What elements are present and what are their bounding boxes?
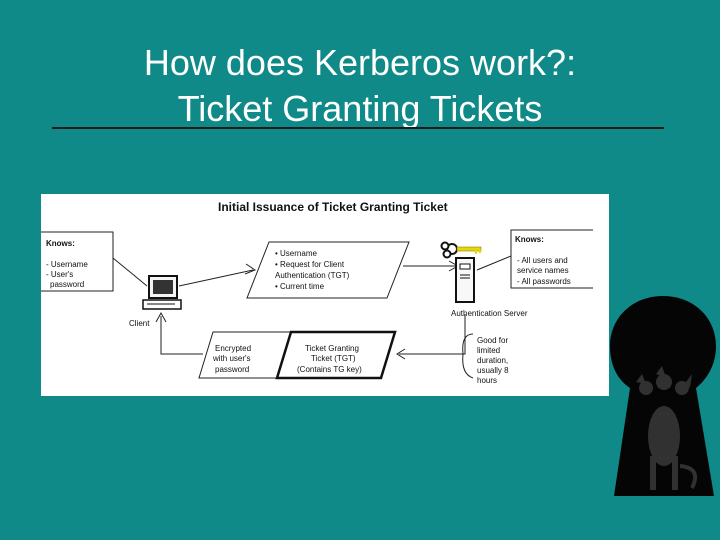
validity-line: hours: [477, 376, 497, 385]
diagram-title: Initial Issuance of Ticket Granting Tick…: [218, 200, 448, 214]
validity-line: limited: [477, 346, 500, 355]
request-line: • Username: [275, 249, 317, 258]
request-line: • Request for Client: [275, 260, 345, 269]
server-knows-line: service names: [517, 266, 569, 275]
server-knows-line: - All passwords: [517, 277, 571, 286]
arrow-client-to-request: [178, 269, 254, 287]
server-knows-line: - All users and: [517, 256, 568, 265]
keyhole-cerberus-icon: [610, 296, 716, 496]
ticket-line: Ticket (TGT): [311, 354, 356, 363]
client-knows-line: - User's: [46, 270, 73, 279]
client-knows-box: [41, 231, 114, 292]
ticket-line: (Contains TG key): [297, 365, 362, 374]
encrypted-line: password: [215, 365, 249, 374]
client-knows-heading: Knows:: [46, 239, 75, 248]
request-line: Authentication (TGT): [275, 271, 350, 280]
server-icon: [455, 257, 475, 303]
request-parallelogram: [246, 241, 410, 299]
client-knows-line: password: [50, 280, 84, 289]
slide-title-line1: How does Kerberos work?:: [143, 42, 577, 83]
client-label: Client: [129, 319, 150, 328]
validity-line: Good for: [477, 336, 508, 345]
title-underline: [52, 127, 664, 129]
encrypted-line: with user's: [212, 354, 251, 363]
server-label: Authentication Server: [451, 309, 528, 318]
server-knows-heading: Knows:: [515, 235, 544, 244]
computer-icon: [142, 275, 182, 310]
arrow-head: [244, 263, 257, 275]
server-knows-connector: [476, 255, 512, 271]
ticket-parallelogram: [275, 330, 397, 380]
encrypted-line: Encrypted: [215, 344, 251, 353]
arrow-head: [155, 311, 167, 323]
arrow-head: [396, 348, 406, 360]
server-knows-box: [510, 229, 593, 289]
kerberos-tgt-diagram: Initial Issuance of Ticket Granting Tick…: [41, 194, 609, 396]
arrow-server-to-ticket: [399, 314, 466, 355]
validity-line: usually 8: [477, 366, 509, 375]
client-knows-connector: [112, 257, 148, 287]
ticket-line: Ticket Granting: [305, 344, 359, 353]
client-knows-line: - Username: [46, 260, 88, 269]
diagram-svg: Initial Issuance of Ticket Granting Tick…: [41, 200, 593, 385]
validity-line: duration,: [477, 356, 508, 365]
validity-bracket: [462, 333, 474, 379]
slide-title-line2: Ticket Granting Tickets: [177, 88, 543, 129]
request-line: • Current time: [275, 282, 325, 291]
slide-title: How does Kerberos work?: Ticket Granting…: [0, 40, 720, 132]
key-icon: [440, 241, 482, 259]
arrow-ticket-to-client: [160, 316, 203, 355]
